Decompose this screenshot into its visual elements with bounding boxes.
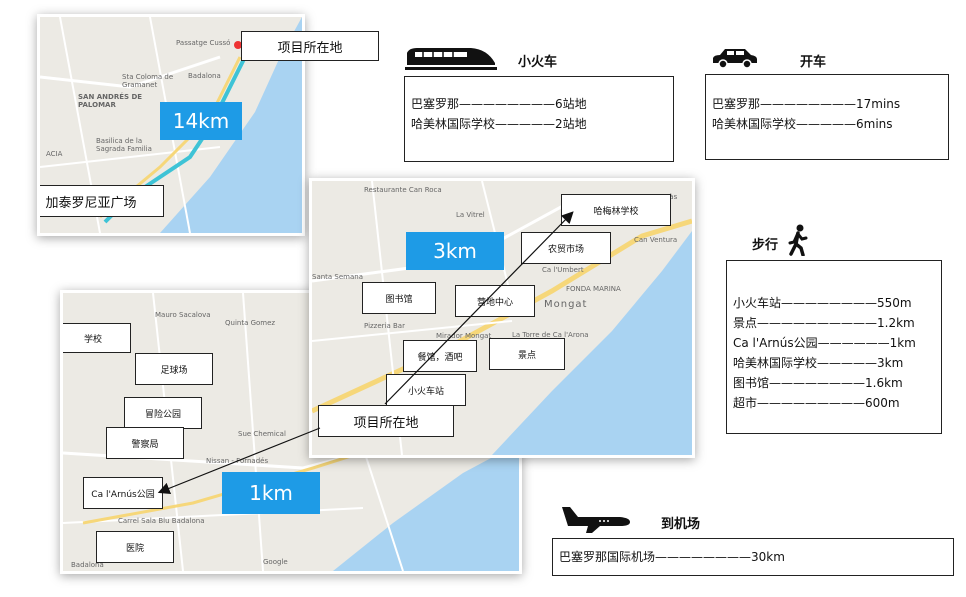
walk-row-5: 超市—————————600m bbox=[733, 396, 900, 410]
map3-place-2: Nissan - Fornadés bbox=[206, 457, 269, 465]
map3-sea bbox=[333, 443, 519, 571]
map2-place-3: Santa Semana bbox=[312, 273, 364, 281]
map2-place-9: Mongat bbox=[544, 299, 588, 310]
map2-place-2: La Vitrel bbox=[456, 211, 485, 219]
map3-label-park: Ca l'Arnús公园 bbox=[83, 477, 163, 509]
map3-place-3: Carrel Sala Blu Badalona bbox=[118, 517, 205, 525]
walk-row-2: Ca l'Arnús公园——————1km bbox=[733, 336, 916, 350]
map2-label-school: 哈梅林学校 bbox=[561, 194, 671, 226]
map3-label-adventure-park: 冒险公园 bbox=[124, 397, 202, 429]
map3-place-1: Quinta Gomez bbox=[225, 319, 276, 327]
map3-place-4: Sue Chemical bbox=[238, 430, 286, 438]
map1-place-1: Sta Coloma de Gramanet bbox=[122, 73, 174, 89]
map2-project-label: 项目所在地 bbox=[318, 405, 454, 437]
map1-start-label: 加泰罗尼亚广场 bbox=[40, 185, 164, 217]
map2-place-8: Can Ventura bbox=[634, 236, 678, 244]
airplane-icon bbox=[562, 507, 630, 533]
car-row-0: 巴塞罗那————————17mins bbox=[712, 97, 901, 111]
map1-place-5: ACIA bbox=[46, 150, 63, 158]
map2-place-10: Ca l'Umbert bbox=[542, 266, 584, 274]
map2-place-7: FONDA MARINA bbox=[566, 285, 621, 293]
map3-place-5: Badalona bbox=[71, 561, 104, 569]
map2-label-library: 图书馆 bbox=[362, 282, 436, 314]
map3-label-hospital: 医院 bbox=[96, 531, 174, 563]
walk-title: 步行 bbox=[752, 238, 779, 253]
train-icon bbox=[405, 48, 497, 70]
walk-row-0: 小火车站————————550m bbox=[733, 296, 912, 310]
car-icon bbox=[713, 49, 757, 69]
map2-place-5: Mirador Mongat bbox=[436, 332, 492, 340]
map1-place-2: Badalona bbox=[188, 72, 221, 80]
airport-row-0: 巴塞罗那国际机场————————30km bbox=[559, 550, 785, 564]
car-title: 开车 bbox=[800, 55, 827, 70]
airport-title: 到机场 bbox=[661, 517, 701, 532]
train-title: 小火车 bbox=[518, 55, 558, 70]
map3-place-0: Mauro Sacalova bbox=[155, 311, 211, 319]
train-panel: 巴塞罗那————————6站地 哈美林国际学校—————2站地 bbox=[404, 76, 674, 162]
walking-person-icon bbox=[788, 224, 808, 256]
walk-row-4: 图书馆————————1.6km bbox=[733, 376, 903, 390]
map3-place-6: Google bbox=[263, 558, 288, 566]
map2-label-station: 小火车站 bbox=[386, 374, 466, 406]
airport-panel: 巴塞罗那国际机场————————30km bbox=[552, 538, 954, 576]
map2-label-dining: 餐馆，酒吧 bbox=[403, 340, 477, 372]
map3-distance-badge: 1km bbox=[222, 472, 320, 514]
map1-place-0: Passatge Cussó bbox=[176, 39, 231, 47]
walk-row-1: 景点——————————1.2km bbox=[733, 316, 915, 330]
map2-distance-badge: 3km bbox=[406, 232, 504, 270]
map2-sea bbox=[492, 231, 692, 455]
map1-sea bbox=[160, 17, 302, 233]
map1-pin-icon bbox=[234, 41, 242, 49]
car-panel: 巴塞罗那————————17mins 哈美林国际学校—————6mins bbox=[705, 74, 949, 160]
train-row-1: 哈美林国际学校—————2站地 bbox=[411, 117, 587, 131]
car-row-1: 哈美林国际学校—————6mins bbox=[712, 117, 893, 131]
map2-label-scenic: 景点 bbox=[489, 338, 565, 370]
walk-row-3: 哈美林国际学校—————3km bbox=[733, 356, 904, 370]
train-row-0: 巴塞罗那————————6站地 bbox=[411, 97, 587, 111]
map1-project-label: 项目所在地 bbox=[241, 31, 379, 61]
map2-label-camp: 营地中心 bbox=[455, 285, 535, 317]
map1-distance-badge: 14km bbox=[160, 102, 242, 140]
map3-label-police: 警察局 bbox=[106, 427, 184, 459]
map2-label-market: 农贸市场 bbox=[521, 232, 611, 264]
map3-label-school: 学校 bbox=[63, 323, 131, 353]
map2-place-4: Pizzeria Bar bbox=[364, 322, 405, 330]
map1-place-3: SAN ANDRÉS DE PALOMAR bbox=[78, 93, 143, 109]
map3-label-football: 足球场 bbox=[135, 353, 213, 385]
map1-place-4: Basilica de la Sagrada Familia bbox=[96, 137, 152, 153]
walk-panel: 小火车站————————550m 景点——————————1.2km Ca l'… bbox=[726, 260, 942, 434]
map2-place-0: Restaurante Can Roca bbox=[364, 186, 442, 194]
